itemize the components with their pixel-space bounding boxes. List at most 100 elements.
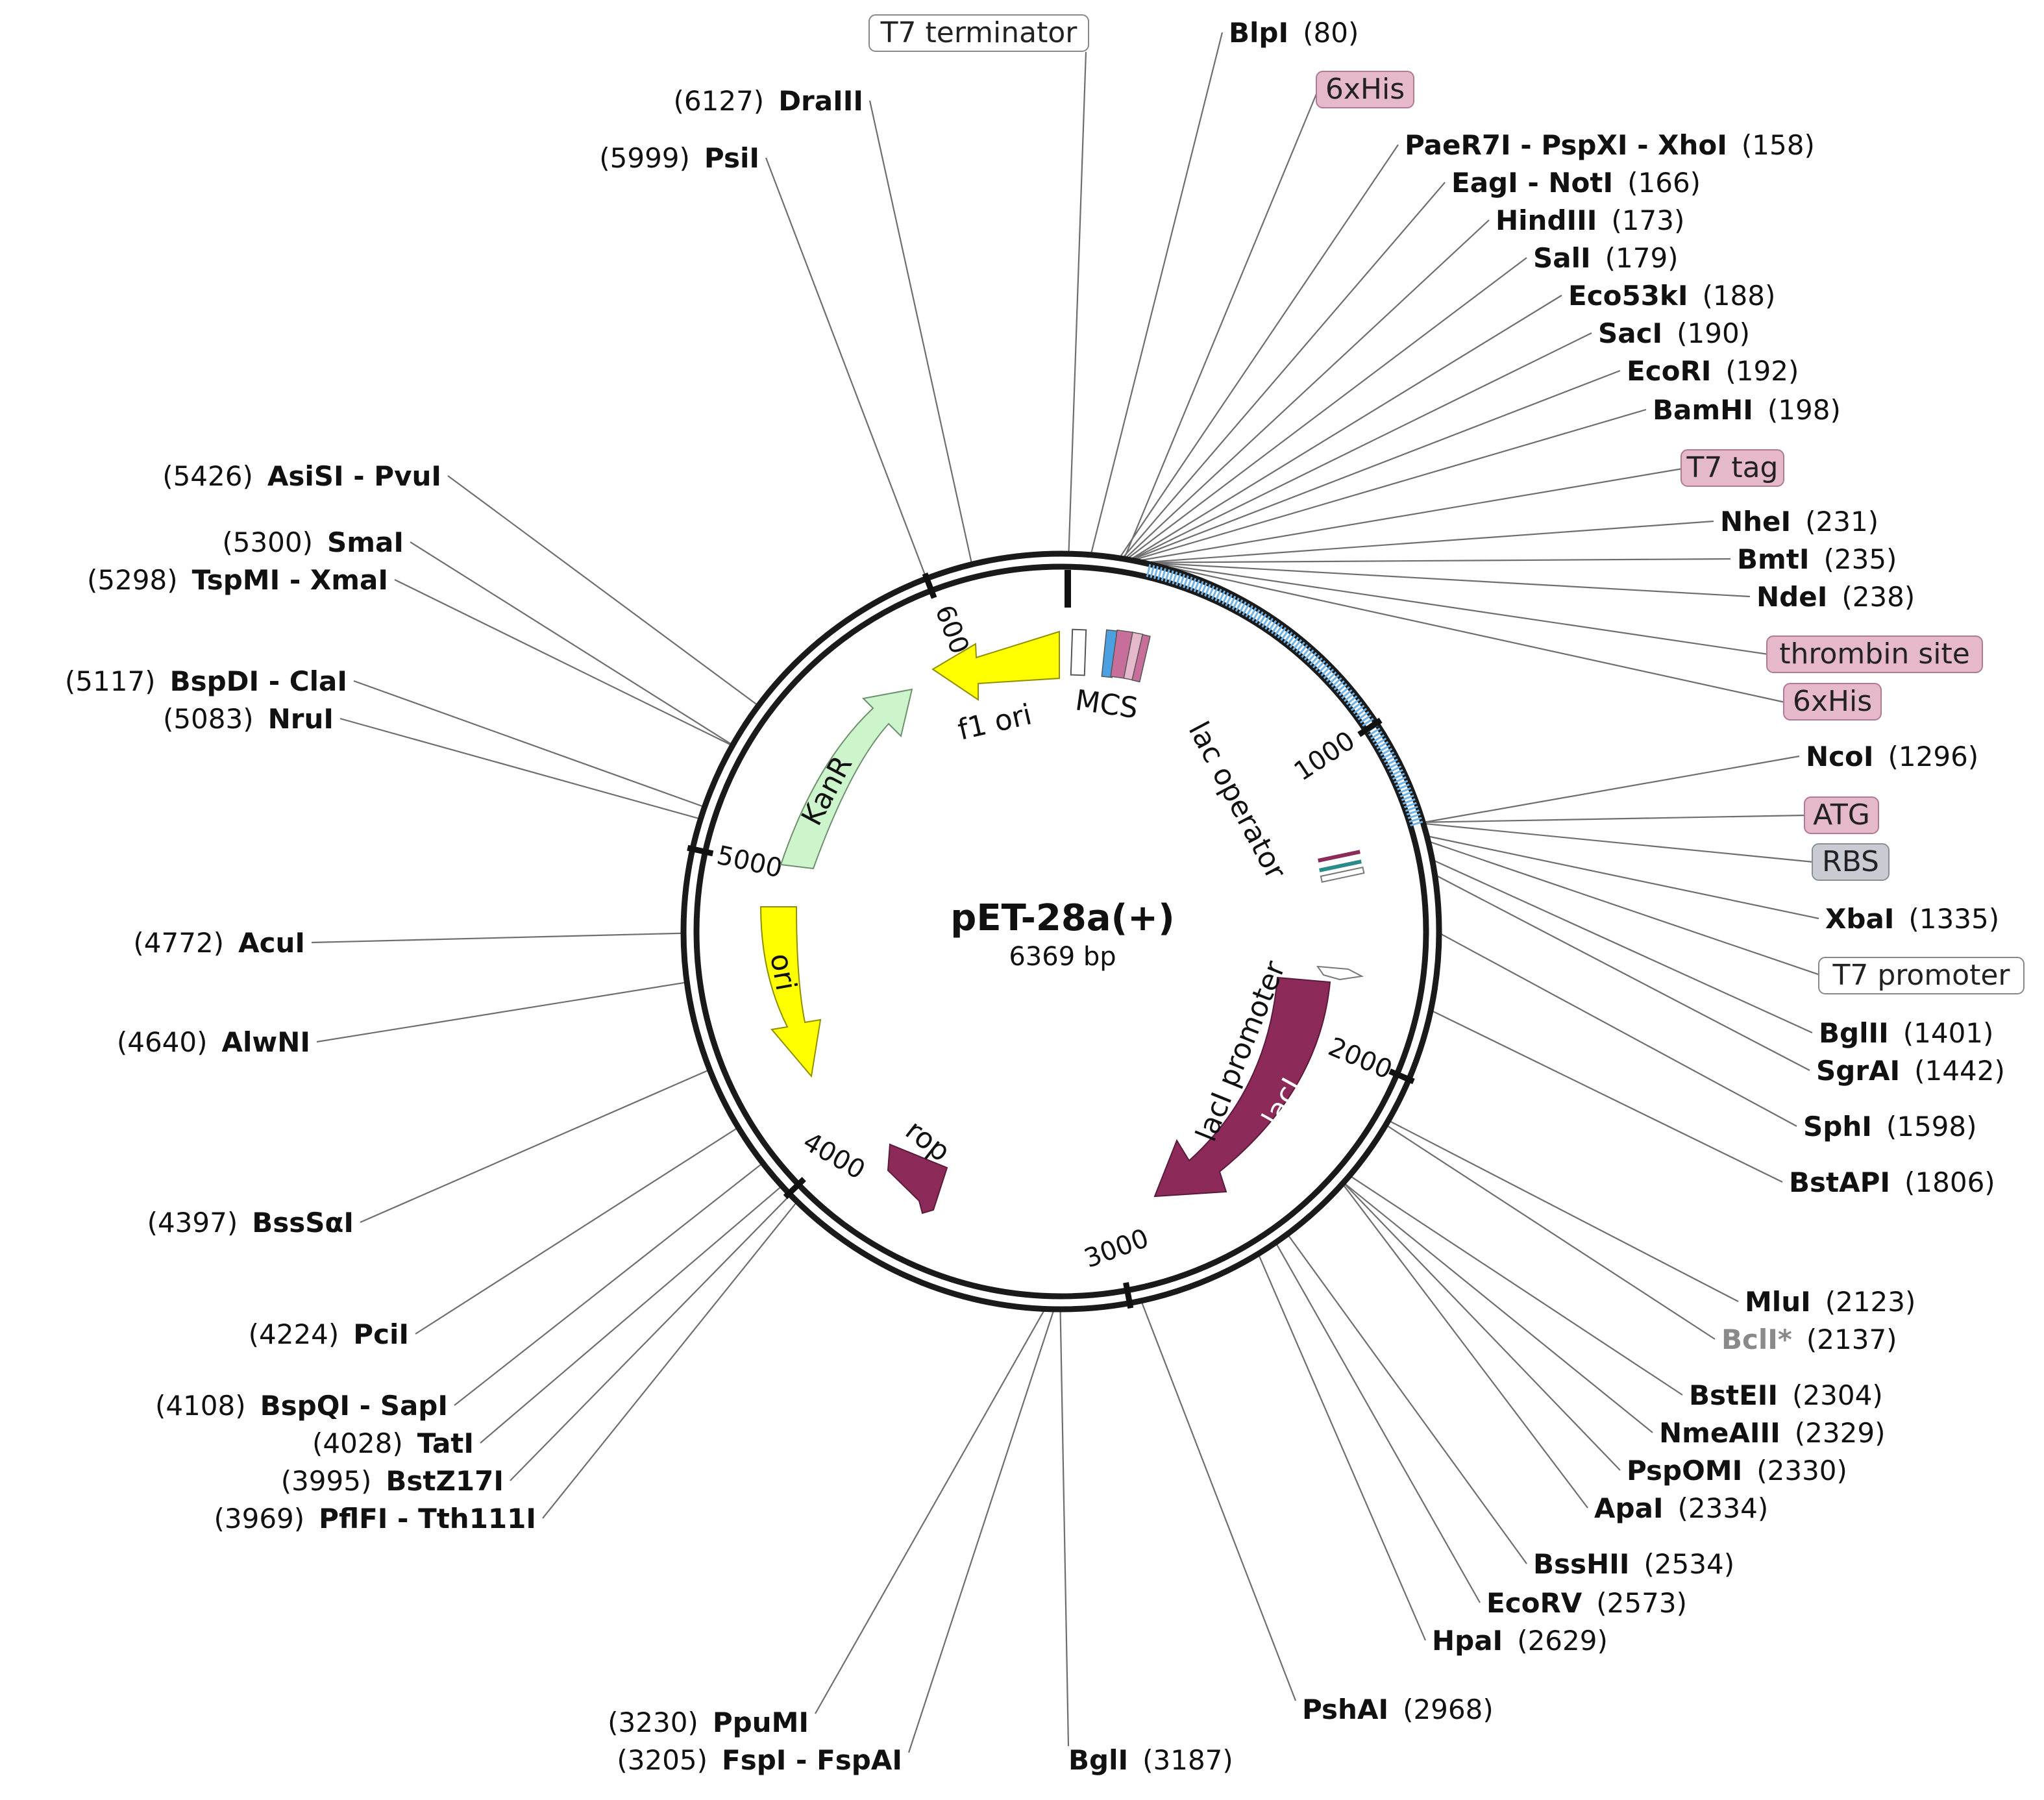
site-ecorv: EcoRV(2573) [1486, 1587, 1687, 1619]
leader-site-pspomi [1344, 1183, 1621, 1471]
leader-site-bamhi [1135, 408, 1647, 561]
box-t7-terminator-bg [868, 14, 1089, 52]
leader-site-ncoi [1424, 755, 1800, 823]
site-tspmi-xmai: (5298)TspMI - XmaI [87, 564, 388, 596]
site-bmti: BmtI(235) [1737, 543, 1897, 575]
leader-site-nmeaiii [1344, 1183, 1653, 1433]
site-acui: (4772)AcuI [133, 927, 305, 959]
site-smai: (5300)SmaI [222, 526, 404, 558]
box-thrombin-site: thrombin site [1766, 635, 1983, 673]
leader-site-sphi [1440, 933, 1797, 1127]
site-asisi-pvui: (5426)AsiSI - PvuI [162, 460, 441, 492]
leader-site-xbai [1428, 835, 1819, 920]
site-blpi: BlpI(80) [1229, 17, 1359, 49]
site-sphi: SphI(1598) [1803, 1111, 1977, 1142]
backbone [680, 550, 1442, 1313]
box-6xhis-bottom-text: 6xHis [1793, 685, 1872, 718]
site-sali: SalI(179) [1533, 242, 1679, 274]
site-bstz17i: (3995)BstZ17I [281, 1465, 504, 1497]
site-nrui: (5083)NruI [163, 703, 334, 735]
site-fspi-fspai: (3205)FspI - FspAI [617, 1744, 902, 1776]
site-ndei: NdeI(238) [1756, 581, 1915, 613]
box-6xhis-top-text: 6xHis [1325, 73, 1405, 106]
box-t7-promoter-bg [1818, 957, 2025, 994]
leader-site-paer7i [1119, 144, 1399, 558]
box-thrombin-site-text: thrombin site [1779, 637, 1970, 671]
leader-site-bspqi-sapi [454, 1163, 763, 1406]
leader-site-mlui [1389, 1120, 1739, 1302]
site-nmeaiii: NmeAIII(2329) [1659, 1417, 1885, 1449]
site-alwni: (4640)AlwNI [117, 1026, 310, 1058]
leader-site-sgrai [1436, 874, 1810, 1071]
leader-site-pcii [415, 1127, 738, 1335]
leader-site-bgli [1059, 1310, 1070, 1747]
kanr-label: KanR [795, 750, 859, 831]
leader-site-bcli [1386, 1125, 1716, 1340]
box-atg-text: ATG [1813, 798, 1870, 832]
leader-site-saci [1131, 332, 1592, 560]
box-atg-bg [1804, 796, 1879, 834]
plasmid-name: pET-28a(+) [950, 897, 1174, 939]
site-pflfi-tth111i: (3969)PflFI - Tth111I [214, 1503, 536, 1535]
features [759, 628, 1365, 1214]
box-thrombin-site-bg [1766, 635, 1983, 673]
leader-site-tati [480, 1186, 782, 1444]
leader-site-acui [311, 932, 683, 944]
mcs-marks [1070, 628, 1151, 683]
site-bstapi: BstAPI(1806) [1789, 1166, 1995, 1198]
leader-site-eco53ki [1131, 295, 1562, 560]
site-bsteii: BstEII(2304) [1689, 1379, 1883, 1411]
tick-mark-3000 [1123, 1282, 1134, 1309]
tick-mark-4000 [783, 1177, 806, 1200]
leader-site-nhei [1146, 520, 1714, 563]
box-t7-terminator-text: T7 terminator [880, 16, 1078, 49]
tick-mark-5000 [687, 845, 714, 857]
lac-operator-marks [1318, 850, 1365, 883]
box-6xhis-top-bg [1316, 71, 1414, 108]
leader-site-alwni [316, 981, 686, 1043]
leader-site-eagi-noti [1122, 182, 1446, 558]
leader-site-apai [1342, 1184, 1588, 1509]
leader-site-bmti [1148, 558, 1731, 563]
leader-site-ppumi [815, 1309, 1045, 1714]
plasmid-length: 6369 bp [1009, 942, 1116, 972]
laci-arrow [1153, 976, 1331, 1198]
leader-box-t7-terminator [1068, 51, 1087, 553]
tick-label-4000: 4000 [798, 1127, 870, 1186]
leader-site-bglii [1433, 859, 1813, 1034]
laci-promoter-arrow [1316, 965, 1364, 981]
f1-ori-label: f1 ori [955, 698, 1035, 746]
box-6xhis-bottom: 6xHis [1783, 683, 1882, 721]
leader-lines [311, 32, 1821, 1753]
tick-label-3000: 3000 [1080, 1224, 1152, 1274]
site-bamhi: BamHI(198) [1653, 394, 1841, 426]
box-rbs-text: RBS [1822, 845, 1879, 878]
leader-site-asisi-pvui [447, 475, 758, 706]
mcs-label: MCS [1073, 684, 1140, 725]
site-tati: (4028)TatI [312, 1427, 474, 1459]
leader-site-bstz17i [510, 1195, 791, 1481]
leader-box-thrombin-site [1147, 561, 1769, 656]
tick-label-1000: 1000 [1289, 726, 1361, 787]
site-bglii: BglII(1401) [1819, 1017, 1993, 1049]
tick-mark-1000 [1357, 717, 1383, 737]
leader-site-nrui [339, 717, 700, 820]
leader-box-t7-tag [1139, 467, 1683, 561]
box-t7-promoter-text: T7 promoter [1832, 959, 2010, 992]
leader-site-fspi-fspai [907, 1310, 1055, 1753]
site-hpai: HpaI(2629) [1432, 1625, 1608, 1657]
tick-mark-2000 [1388, 1068, 1415, 1085]
site-bspdi-clai: (5117)BspDI - ClaI [65, 665, 347, 697]
box-rbs: RBS [1812, 843, 1890, 881]
site-eagi-noti: EagI - NotI(166) [1451, 167, 1701, 199]
tick-label-5000: 5000 [714, 841, 785, 884]
expression-region [1146, 563, 1423, 827]
site-nhei: NheI(231) [1720, 506, 1878, 537]
site-bspqi-sapi: (4108)BspQI - SapI [155, 1390, 448, 1422]
box-atg: ATG [1804, 796, 1879, 834]
site-ncoi: NcoI(1296) [1806, 741, 1978, 772]
site-sgrai: SgrAI(1442) [1816, 1055, 2005, 1087]
leader-site-bsshii [1287, 1235, 1527, 1564]
site-saci: SacI(190) [1598, 317, 1750, 349]
